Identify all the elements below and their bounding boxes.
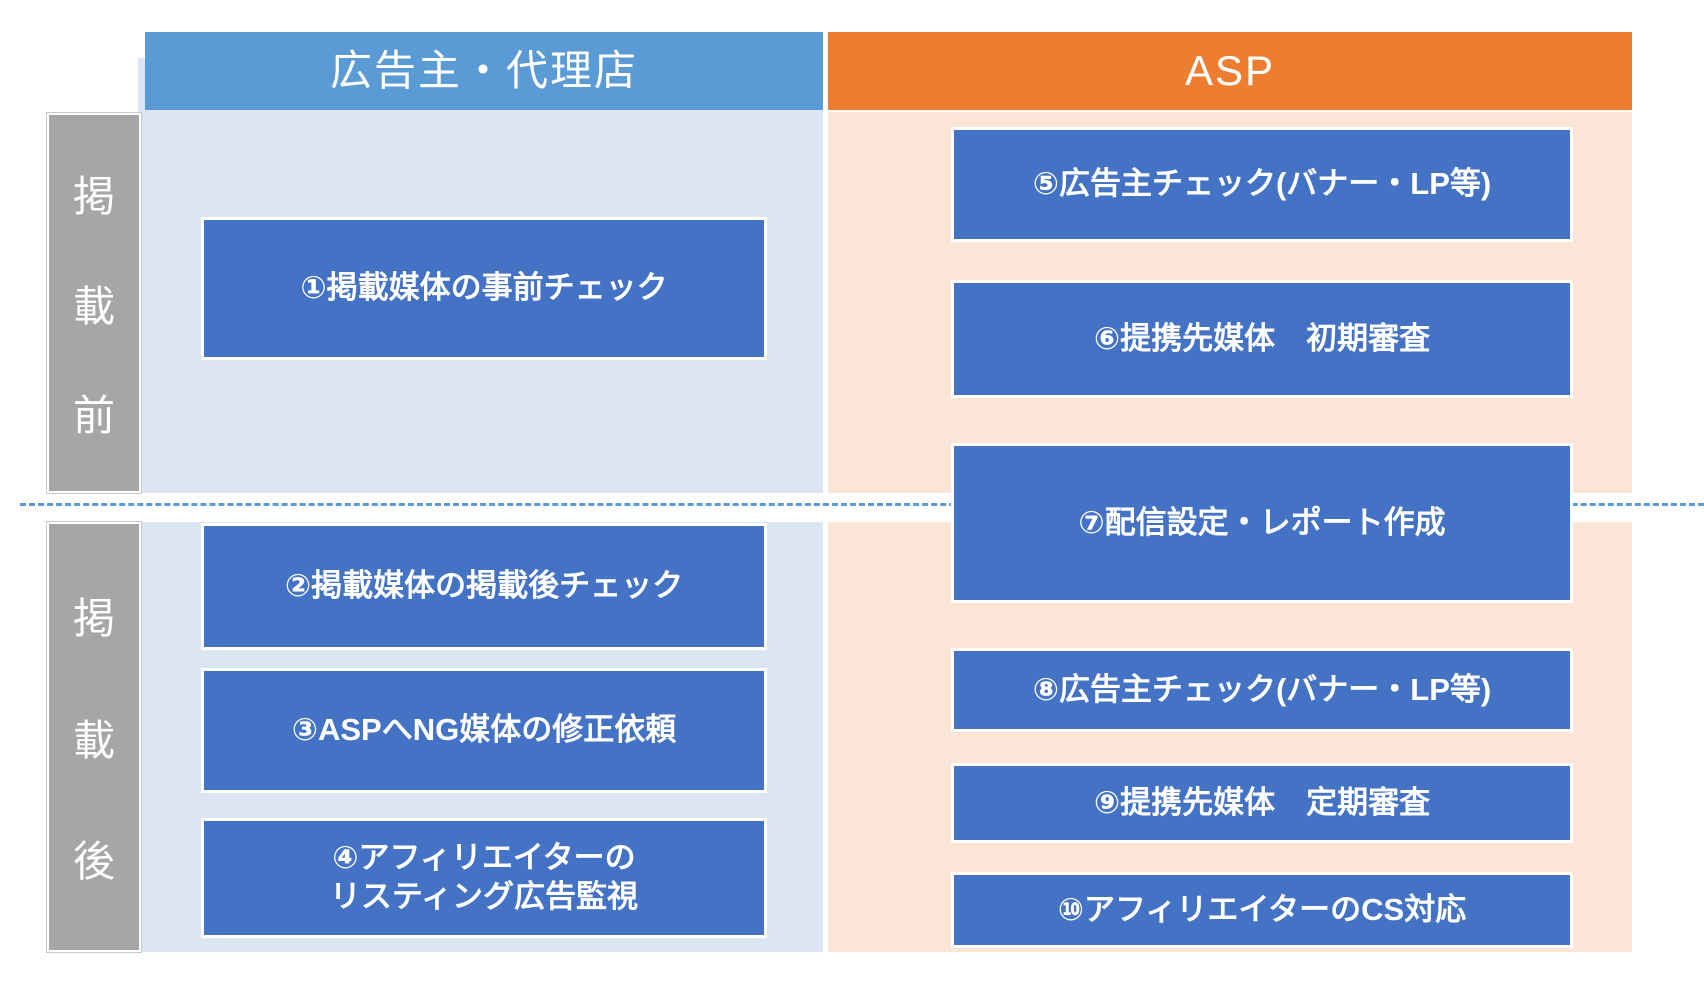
phase-label-before: 掲 載 前 <box>47 113 141 493</box>
phase-after-char-2: 載 <box>72 716 115 764</box>
step-box-4-label-line1: ④アフィリエイターの <box>332 840 636 876</box>
step-box-5-label: ⑤広告主チェック(バナー・LP等) <box>1032 166 1492 202</box>
step-box-6: ⑥提携先媒体 初期審査 <box>951 280 1573 398</box>
phase-label-after: 掲 載 後 <box>47 522 141 952</box>
column-header-advertiser: 広告主・代理店 <box>145 32 823 110</box>
step-box-2-label: ②掲載媒体の掲載後チェック <box>284 568 684 604</box>
column-header-asp: ASP <box>828 32 1632 110</box>
step-box-1: ①掲載媒体の事前チェック <box>201 217 767 360</box>
step-box-9: ⑨提携先媒体 定期審査 <box>951 763 1573 843</box>
phase-before-char-2: 載 <box>72 282 115 330</box>
step-box-2: ②掲載媒体の掲載後チェック <box>201 523 767 650</box>
step-box-8: ⑧広告主チェック(バナー・LP等) <box>951 648 1573 732</box>
step-box-5: ⑤広告主チェック(バナー・LP等) <box>951 127 1573 242</box>
phase-after-char-3: 後 <box>72 838 115 886</box>
step-box-1-label: ①掲載媒体の事前チェック <box>300 270 668 306</box>
step-box-8-label: ⑧広告主チェック(バナー・LP等) <box>1032 671 1492 707</box>
step-box-10: ⑩アフィリエイターのCS対応 <box>951 872 1573 948</box>
phase-before-char-3: 前 <box>72 391 115 439</box>
step-box-4: ④アフィリエイターの リスティング広告監視 <box>201 818 767 938</box>
step-box-7-label: ⑦配信設定・レポート作成 <box>1078 504 1446 540</box>
phase-before-char-1: 掲 <box>72 173 115 221</box>
step-box-3-label: ③ASPへNG媒体の修正依頼 <box>291 712 677 748</box>
step-box-4-label-line2: リスティング広告監視 <box>329 879 639 914</box>
phase-divider-line <box>20 503 1704 506</box>
step-box-7: ⑦配信設定・レポート作成 <box>951 443 1573 603</box>
step-box-3: ③ASPへNG媒体の修正依頼 <box>201 668 767 793</box>
step-box-10-label: ⑩アフィリエイターのCS対応 <box>1057 891 1467 927</box>
phase-after-char-1: 掲 <box>72 594 115 642</box>
step-box-6-label: ⑥提携先媒体 初期審査 <box>1093 320 1431 356</box>
step-box-9-label: ⑨提携先媒体 定期審査 <box>1093 784 1431 820</box>
